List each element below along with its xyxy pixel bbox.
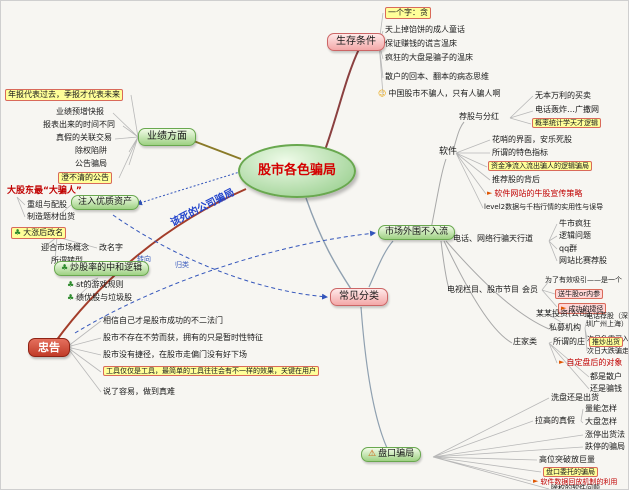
banker-item[interactable]: 推炒出货	[589, 337, 623, 348]
arrow-icon: ►	[533, 477, 539, 485]
rename-item[interactable]: 迎合市场概念	[41, 243, 89, 252]
tag-icon: ♣	[14, 228, 22, 237]
arrow-icon: ►	[487, 189, 493, 197]
survival-item[interactable]: 散户的回本、翻本的病态思维	[385, 72, 489, 81]
advice-item[interactable]: 说了容易，做到真难	[103, 387, 175, 396]
clover-icon: ♣	[61, 263, 69, 272]
performance-item[interactable]: 报表出来的时间不同	[43, 120, 115, 129]
survival-item[interactable]: 天上掉馅饼的成人童话	[385, 25, 465, 34]
advice-item[interactable]: 相信自己才是股市成功的不二法门	[103, 316, 223, 325]
branch-advice[interactable]: 忠告	[28, 338, 70, 358]
neutral-item-label: 绩优股与垃圾股	[76, 293, 133, 302]
holder-item[interactable]: 重组与配股	[27, 200, 67, 209]
rename-item[interactable]: 改名字	[99, 243, 123, 252]
pankou-item[interactable]: 跌停的骗局	[585, 442, 625, 451]
performance-item[interactable]: 澄不清的公告	[58, 172, 112, 184]
pankou-item[interactable]: 洗盘还是出货	[551, 393, 599, 402]
rename-item[interactable]: 所谓转型	[51, 256, 83, 266]
performance-item[interactable]: 真假的关联交易	[56, 133, 112, 142]
software-item[interactable]: 所谓的特色指标	[492, 148, 548, 157]
banker-item-label: 自定盘后的对象	[566, 358, 623, 367]
arrow-icon: ►	[561, 304, 567, 312]
node-software[interactable]: 软件	[439, 147, 458, 157]
branch-outer[interactable]: 市场外围不入流	[378, 225, 456, 240]
pankou-item[interactable]: 拉高的真假	[535, 416, 575, 425]
survival-item[interactable]: 保证赚钱的谎言温床	[385, 39, 457, 48]
branch-neutral[interactable]: ♣炒股率的中和逻辑	[54, 261, 150, 276]
node-tv-program[interactable]: 电视栏目、股市节目	[447, 285, 519, 294]
software-item[interactable]: 资金净流入流出骗人的逻辑骗局	[488, 161, 592, 172]
phone-item[interactable]: 逻辑问题	[559, 231, 591, 240]
reco-item[interactable]: 无本万利的买卖	[535, 91, 591, 100]
branch-holder[interactable]: 大股东最“大骗人”	[7, 186, 82, 196]
pankou-item-label: 软件数据回放机制的利用	[540, 478, 618, 486]
phone-item[interactable]: 牛市疯狂	[559, 219, 591, 228]
pankou-label: 盘口骗局	[378, 449, 415, 459]
private-item[interactable]: 电话荐股（深圳广州上海）	[586, 312, 628, 328]
member-item[interactable]: 为了有效吸引——是一个	[545, 276, 622, 284]
software-item[interactable]: 推荐股的背后	[492, 175, 540, 184]
advice-item[interactable]: 工具仅仅是工具，最简单的工具往往会有不一样的效果，关键在用户	[103, 366, 319, 377]
pankou-item[interactable]: 除权的软件问题	[551, 484, 600, 490]
survival-item[interactable]: 一个字：贪	[385, 7, 431, 19]
rename-label: 大涨后改名	[23, 228, 64, 237]
node-banker[interactable]: 庄家类	[513, 337, 537, 346]
software-item[interactable]: level2数据与千档行情的实用性与误导	[484, 203, 604, 211]
advice-item[interactable]: 股市不存在不劳而获，拥有的只是暂时性特征	[103, 333, 263, 342]
branch-performance[interactable]: 业绩方面	[138, 128, 196, 146]
advice-item[interactable]: 股市没有捷径，在股市走偏门没有好下场	[103, 350, 247, 359]
node-banker-sub[interactable]: 所谓的庄	[553, 337, 585, 346]
node-private-company[interactable]: 某某投资(公司)	[536, 309, 591, 318]
holder-item[interactable]: 制造题材出货	[27, 212, 75, 221]
survival-item[interactable]: 疯狂的大盘是骗子的温床	[385, 53, 473, 62]
performance-item[interactable]: 年报代表过去，季报才代表未来	[5, 89, 123, 101]
warning-icon: ⚠	[368, 449, 377, 459]
pankou-item[interactable]: 涨停出货法	[585, 430, 625, 439]
banker-item[interactable]: ►自定盘后的对象	[559, 358, 622, 368]
node-reco[interactable]: 荐股与分红	[459, 112, 499, 121]
center-topic[interactable]: 股市各色骗局	[238, 144, 356, 198]
software-item[interactable]: 花哨的界面，安乐死股	[492, 135, 572, 144]
survival-item[interactable]: ☺中国股市不骗人，只有人骗人啊	[378, 89, 500, 99]
member-item[interactable]: 送牛股or内参	[555, 289, 604, 300]
clover-icon: ♣	[67, 293, 75, 302]
private-item[interactable]: 次日大跌骗走	[587, 347, 629, 355]
member-item[interactable]: ►成功的捷径	[558, 303, 607, 315]
survival-item-label: 中国股市不骗人，只有人骗人啊	[388, 89, 501, 98]
software-item-label: 软件网站的牛股宣传策略	[494, 189, 583, 198]
relationship-label-turn[interactable]: 转向	[137, 255, 151, 263]
performance-item[interactable]: 公告骗局	[75, 159, 107, 168]
node-phone-scam[interactable]: 电话、网络行骗天行道	[453, 234, 533, 243]
banker-item[interactable]: 都是散户	[590, 372, 622, 381]
performance-item[interactable]: 除权陷阱	[75, 146, 107, 155]
neutral-item[interactable]: ♣st的游戏规则	[67, 280, 123, 290]
reco-item[interactable]: 概率统计学天才逻辑	[532, 118, 601, 129]
branch-pankou[interactable]: ⚠盘口骗局	[361, 447, 422, 462]
branch-classify[interactable]: 常见分类	[330, 288, 388, 306]
arrow-icon: ►	[559, 358, 565, 366]
member-item-label: 成功的捷径	[568, 305, 604, 313]
neutral-item-label: st的游戏规则	[76, 280, 124, 289]
node-private[interactable]: 私募机构	[549, 323, 581, 332]
pankou-item[interactable]: 量能怎样	[585, 404, 617, 413]
reco-item[interactable]: 电话轰炸…广撒网	[535, 105, 599, 114]
pankou-item[interactable]: 盘口委托的骗局	[543, 467, 598, 478]
phone-item[interactable]: qq群	[559, 244, 578, 253]
phone-item[interactable]: 网站比赛荐股	[559, 256, 607, 265]
performance-item[interactable]: 业绩预增快报	[56, 107, 104, 116]
node-rename[interactable]: ♣大涨后改名	[11, 227, 67, 239]
relationship-label-classify[interactable]: 归类	[175, 261, 189, 269]
node-inject-asset[interactable]: 注入优质资产	[71, 195, 140, 210]
pankou-item[interactable]: 大盘怎样	[585, 417, 617, 426]
banker-item[interactable]: 还是骗钱	[590, 384, 622, 393]
neutral-item[interactable]: ♣绩优股与垃圾股	[67, 293, 132, 303]
software-item[interactable]: ►软件网站的牛股宣传策略	[487, 189, 582, 199]
branch-survival[interactable]: 生存条件	[327, 33, 385, 51]
node-member[interactable]: 会员	[522, 285, 538, 294]
neutral-label: 炒股率的中和逻辑	[70, 263, 143, 273]
pankou-item[interactable]: 高位突破放巨量	[539, 455, 595, 464]
pankou-item[interactable]: ►软件数据回放机制的利用	[533, 477, 617, 486]
clover-icon: ♣	[67, 280, 75, 289]
smiley-icon: ☺	[378, 89, 387, 98]
